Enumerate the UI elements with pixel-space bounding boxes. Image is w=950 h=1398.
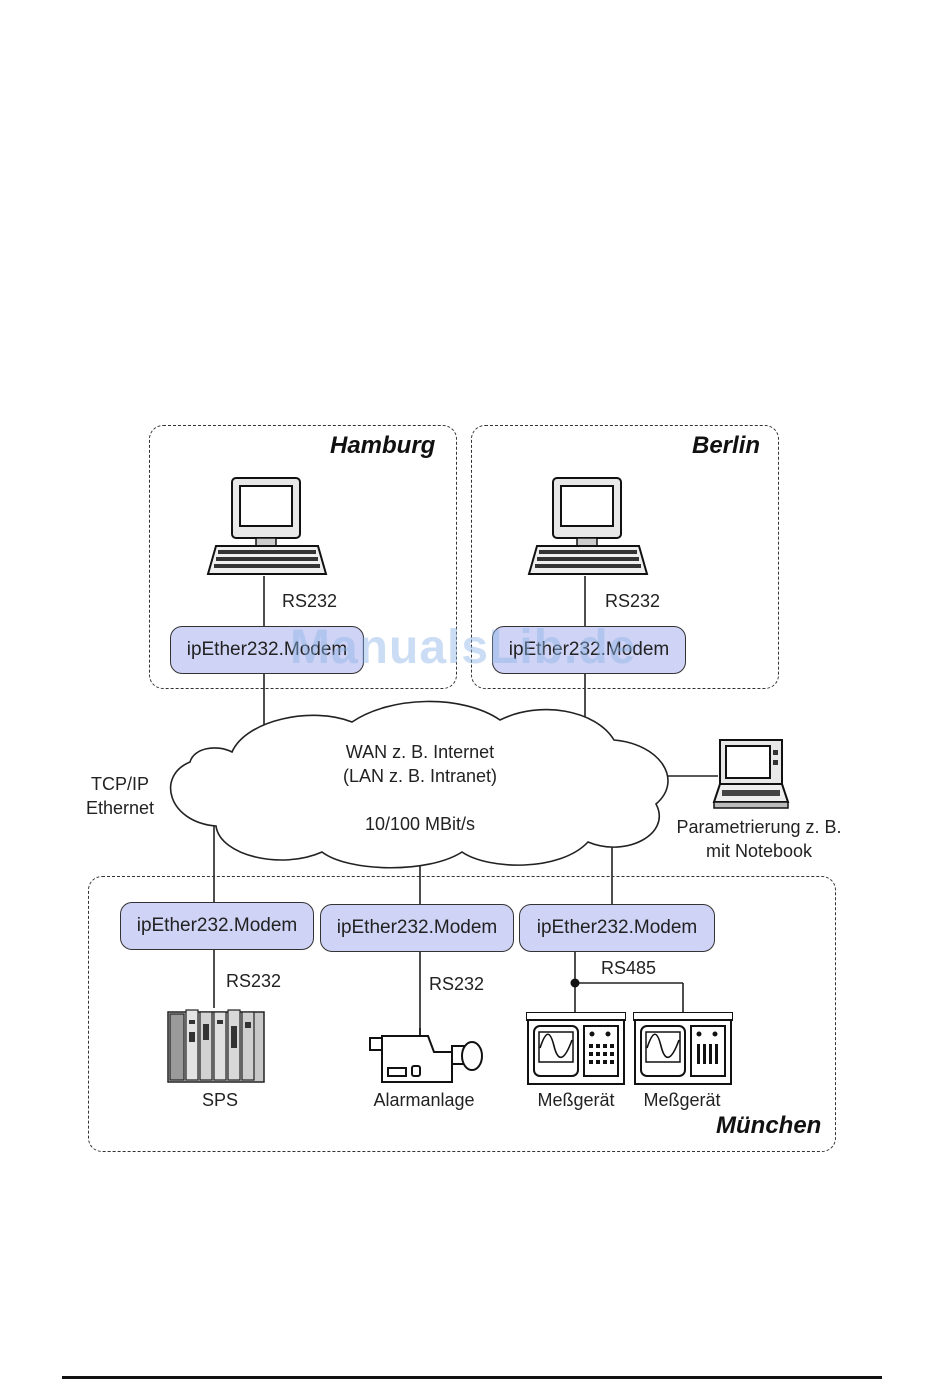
hamburg-rs232-label: RS232 — [282, 591, 337, 612]
modem-sps: ipEther232.Modem — [120, 902, 314, 950]
footer-rule — [62, 1376, 882, 1379]
meter2-label: Meßgerät — [622, 1090, 742, 1111]
alarm-rs232-label: RS232 — [429, 974, 484, 995]
modem-alarm: ipEther232.Modem — [320, 904, 514, 952]
ethernet-label: Ethernet — [70, 798, 170, 819]
measuring-device-icon — [526, 1012, 626, 1086]
camera-icon — [368, 1028, 486, 1086]
berlin-rs232-label: RS232 — [605, 591, 660, 612]
laptop-icon — [710, 738, 792, 812]
notebook-label-2: mit Notebook — [656, 841, 862, 862]
speed-label: 10/100 MBit/s — [300, 814, 540, 835]
wan-label: WAN z. B. Internet — [300, 742, 540, 763]
desktop-computer-icon — [204, 476, 330, 578]
region-title-berlin: Berlin — [692, 432, 760, 460]
plc-rack-icon — [166, 1006, 266, 1084]
desktop-computer-icon — [525, 476, 651, 578]
sps-label: SPS — [170, 1090, 270, 1111]
sps-rs232-label: RS232 — [226, 971, 281, 992]
region-title-muenchen: München — [716, 1112, 821, 1140]
notebook-label-1: Parametrierung z. B. — [656, 817, 862, 838]
meter1-label: Meßgerät — [516, 1090, 636, 1111]
region-title-hamburg: Hamburg — [330, 432, 435, 460]
lan-label: (LAN z. B. Intranet) — [300, 766, 540, 787]
modem-meters: ipEther232.Modem — [519, 904, 715, 952]
rs485-label: RS485 — [601, 958, 656, 979]
alarm-label: Alarmanlage — [354, 1090, 494, 1111]
tcpip-label: TCP/IP — [70, 774, 170, 795]
measuring-device-icon — [633, 1012, 733, 1086]
watermark: ManualsLib.de — [290, 620, 636, 675]
